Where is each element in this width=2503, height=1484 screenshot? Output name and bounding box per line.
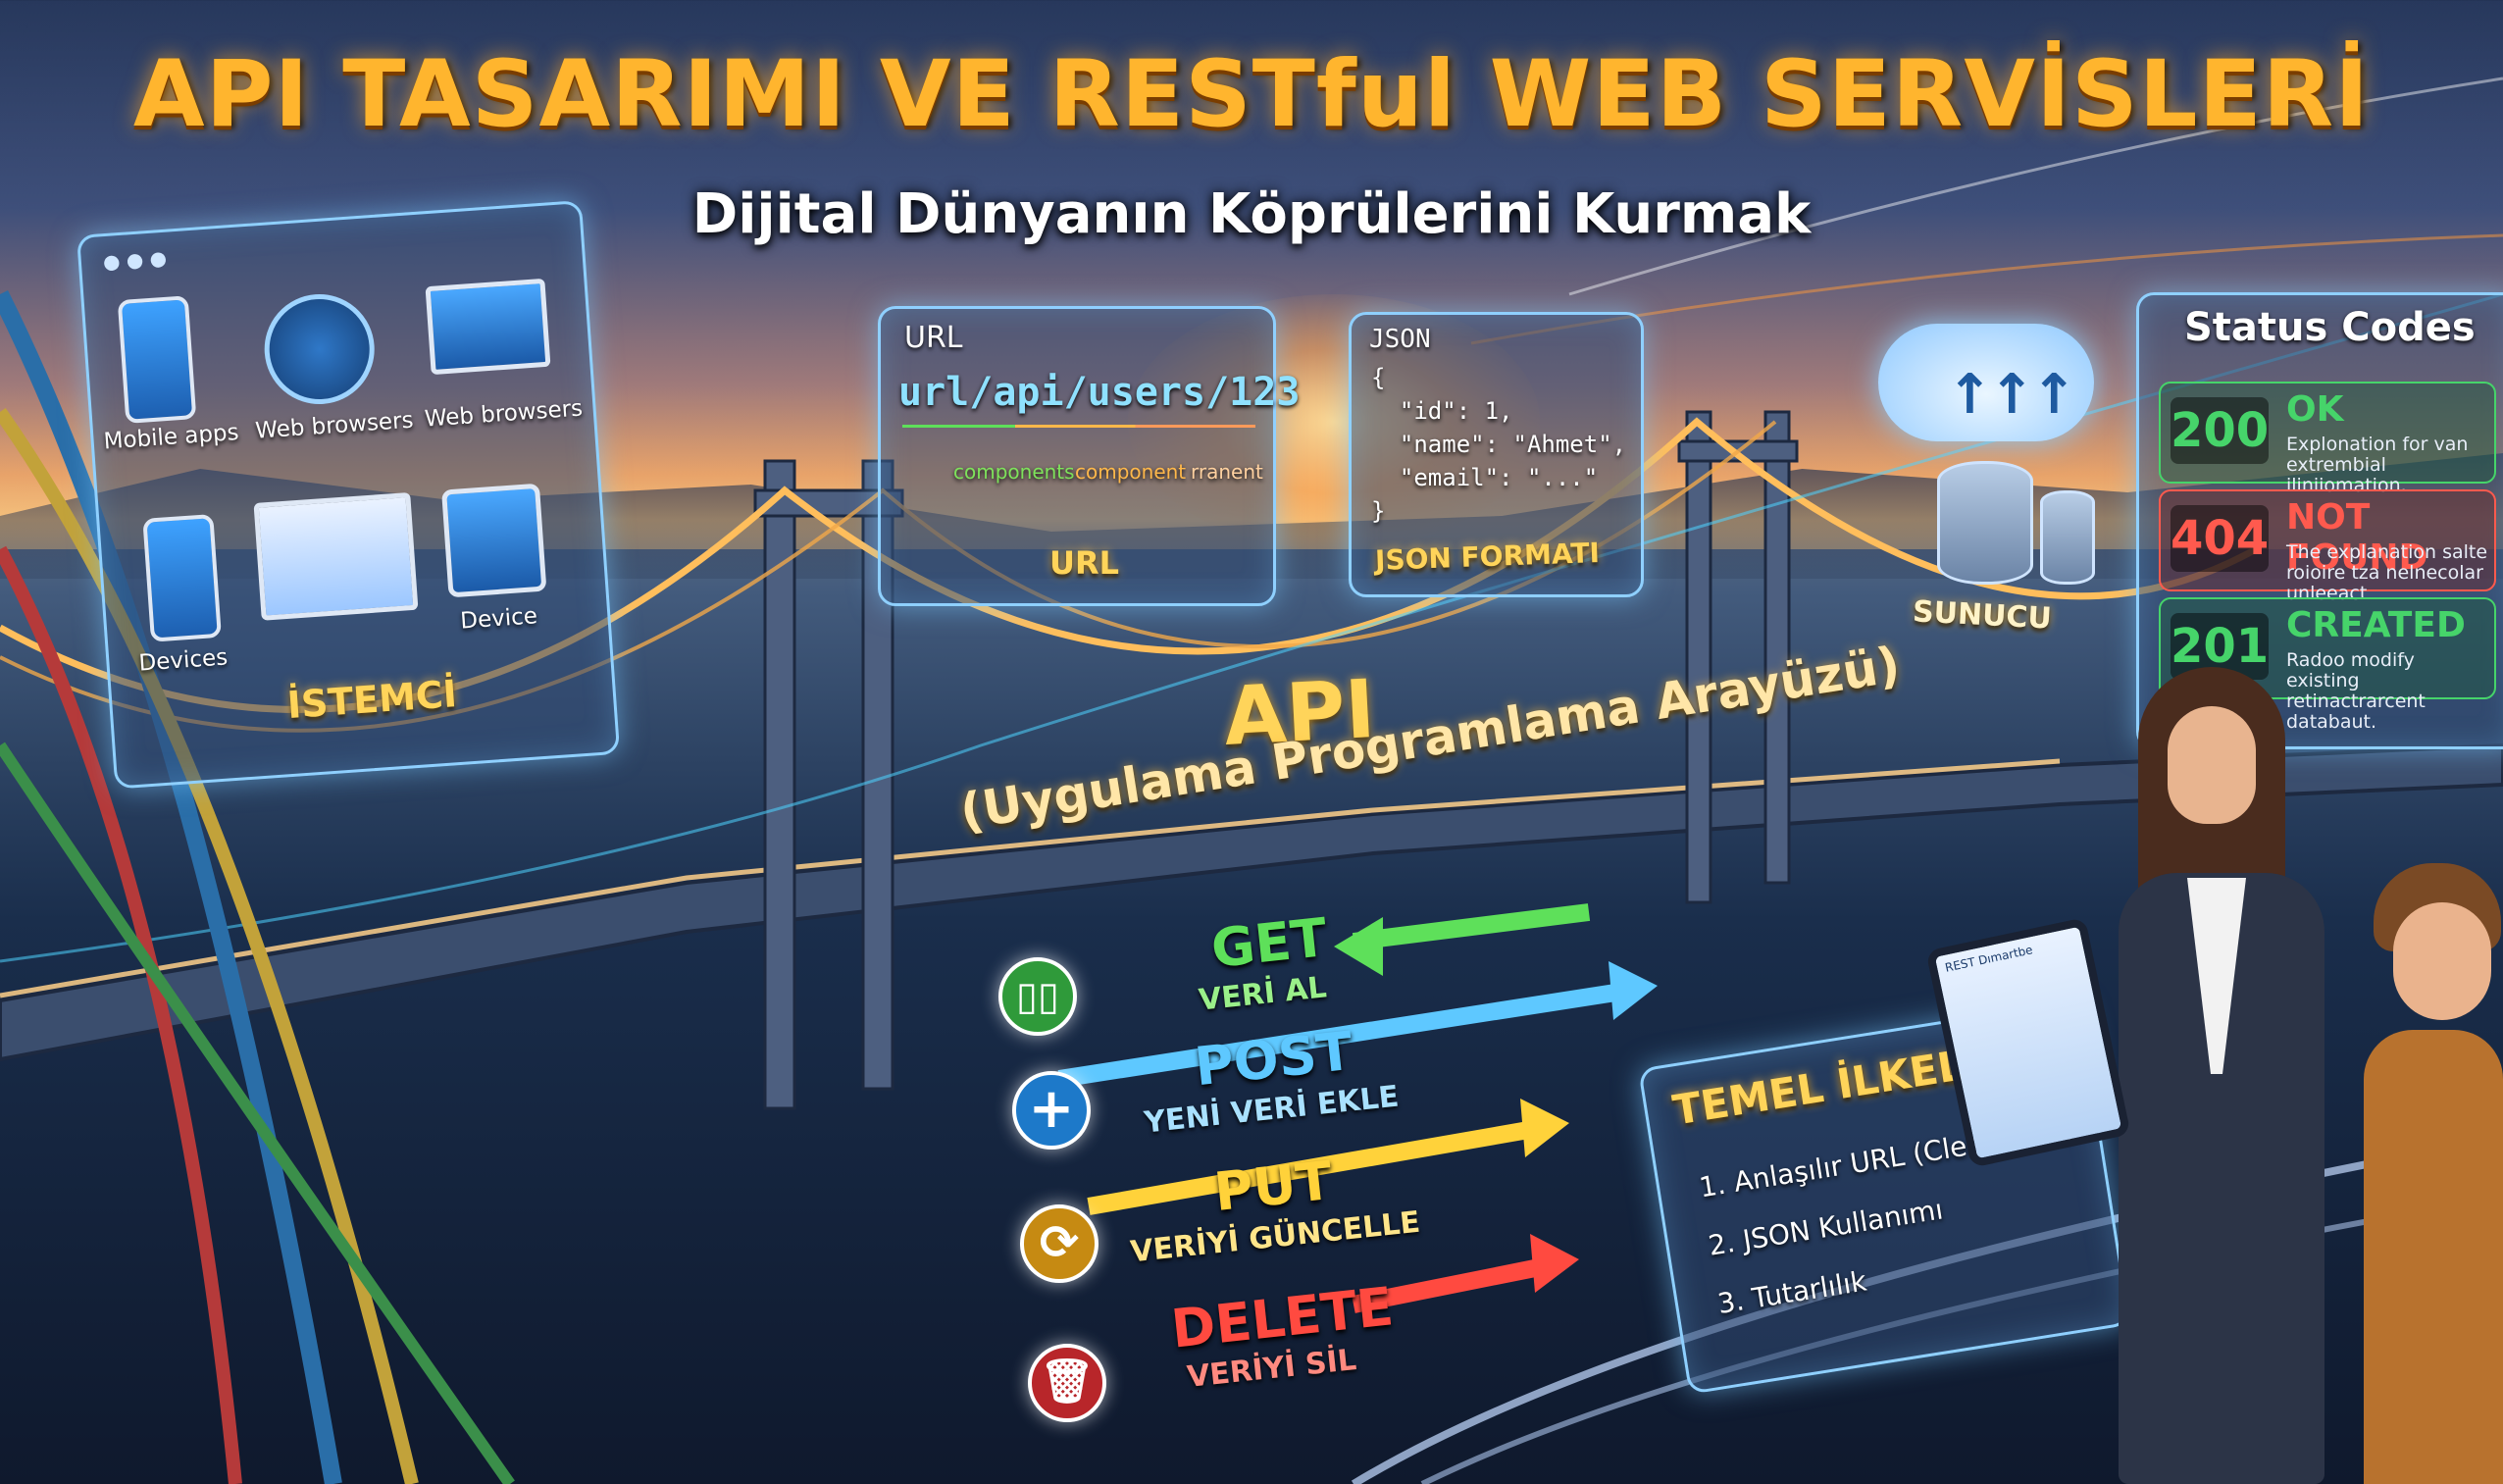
status-row-200: 200 OK Explonation for van extrembial il…: [2159, 382, 2496, 496]
url-text: url/api/users/123: [898, 370, 1301, 415]
status-row-404: 404 NOT FOUND The explanation salte roio…: [2159, 489, 2496, 604]
url-part-2: component: [1075, 460, 1187, 484]
status-code: 200: [2171, 397, 2269, 464]
url-underline: [902, 425, 1255, 428]
method-get: GET: [1208, 906, 1331, 980]
post-arrow: [1057, 982, 1630, 1088]
trash-icon: 🗑: [1028, 1344, 1106, 1422]
tablet-icon: [441, 483, 547, 598]
device-label-mobile: Mobile apps: [102, 419, 240, 455]
database-icon: [1937, 461, 2033, 585]
json-line-2: "id": 1,: [1371, 397, 1513, 425]
url-part-1: components: [953, 460, 1075, 484]
cloud-icon: [1878, 324, 2094, 441]
page-title: API TASARIMI VE RESTful WEB SERVİSLERİ: [132, 41, 2371, 148]
client-panel: ● ● ● Mobile apps Web browsers Web brows…: [77, 200, 621, 790]
url-heading: URL: [904, 321, 963, 355]
get-arrow: [1352, 903, 1591, 950]
json-heading: JSON: [1369, 325, 1431, 354]
json-line-3: "name": "Ahmet",: [1371, 431, 1627, 458]
json-line-1: {: [1371, 364, 1386, 391]
network-flow-line: [0, 292, 2503, 963]
status-name: CREATED: [2286, 605, 2466, 645]
book-icon: ▯▯: [998, 957, 1077, 1036]
json-line-5: }: [1371, 497, 1386, 525]
plus-icon: +: [1012, 1071, 1091, 1150]
url-caption: URL: [1049, 544, 1120, 582]
status-code: 404: [2171, 505, 2269, 572]
boy-jacket: [2364, 1030, 2503, 1484]
globe-icon: [260, 290, 379, 408]
cable-bundle-4: [0, 742, 515, 1484]
boy-observer: [2354, 863, 2503, 1484]
get-arrow-head: [1334, 917, 1383, 976]
bridge-deck-lights: [0, 758, 2061, 998]
device-label-devices: Devices: [137, 644, 229, 677]
status-desc: Radoo modify existing retinactrarcent da…: [2286, 649, 2426, 733]
device-label-web-2: Web browsers: [424, 395, 584, 433]
cable-bundle-3: [0, 545, 242, 1484]
bridge-tower-left: [763, 459, 796, 1110]
presenter-woman: [2069, 667, 2393, 1484]
delete-arrow-head: [1530, 1234, 1579, 1293]
database-icon-small: [2040, 490, 2095, 585]
device-label-device: Device: [459, 603, 538, 635]
url-panel: URL url/api/users/123 components compone…: [878, 306, 1300, 606]
json-line-4: "email": "...": [1371, 464, 1599, 491]
principle-item-2: 2. JSON Kullanımı: [1706, 1193, 1946, 1262]
url-part-3: rranent: [1191, 460, 1263, 484]
json-caption: JSON FORMATI: [1374, 537, 1601, 577]
post-arrow-head: [1609, 961, 1658, 1020]
window-dots: ● ● ●: [102, 245, 168, 275]
mobile-icon: [117, 295, 197, 424]
put-arrow-head: [1520, 1099, 1569, 1157]
bridge-tower-right: [1685, 410, 1712, 904]
status-codes-panel: Status Codes 200 OK Explonation for van …: [2136, 292, 2503, 749]
boy-face: [2393, 902, 2491, 1020]
method-put: PUT: [1211, 1149, 1336, 1224]
status-heading: Status Codes: [2184, 305, 2476, 350]
json-panel: JSON { "id": 1, "name": "Ahmet", "email"…: [1349, 312, 1644, 597]
status-desc: Explonation for van extrembial iliniioma…: [2286, 434, 2469, 496]
page-subtitle: Dijital Dünyanın Köprülerini Kurmak: [691, 182, 1812, 246]
upload-arrows-icon: ↑↑↑: [1947, 363, 2077, 427]
put-arrow: [1087, 1119, 1542, 1215]
tablet-header: REST Dımartbe: [1943, 943, 2034, 975]
device-label-web-1: Web browsers: [254, 407, 415, 444]
refresh-icon: ⟳: [1020, 1204, 1098, 1283]
network-flow-line-2: [1568, 77, 2503, 296]
laptop-icon: [253, 491, 419, 621]
status-name: NOT FOUND: [2286, 497, 2428, 578]
woman-face: [2168, 706, 2256, 824]
principle-item-3: 3. Tutarlılık: [1714, 1264, 1869, 1320]
delete-arrow: [1352, 1256, 1552, 1313]
cable-bundle: [0, 289, 342, 1484]
phone-icon: [142, 513, 222, 642]
status-name: OK: [2286, 389, 2344, 430]
server-label: SUNUCU: [1912, 594, 2053, 637]
status-desc: The explanation salte roioire tza nelnec…: [2286, 541, 2488, 604]
client-label: İSTEMCİ: [285, 672, 459, 728]
monitor-icon: [425, 278, 551, 376]
